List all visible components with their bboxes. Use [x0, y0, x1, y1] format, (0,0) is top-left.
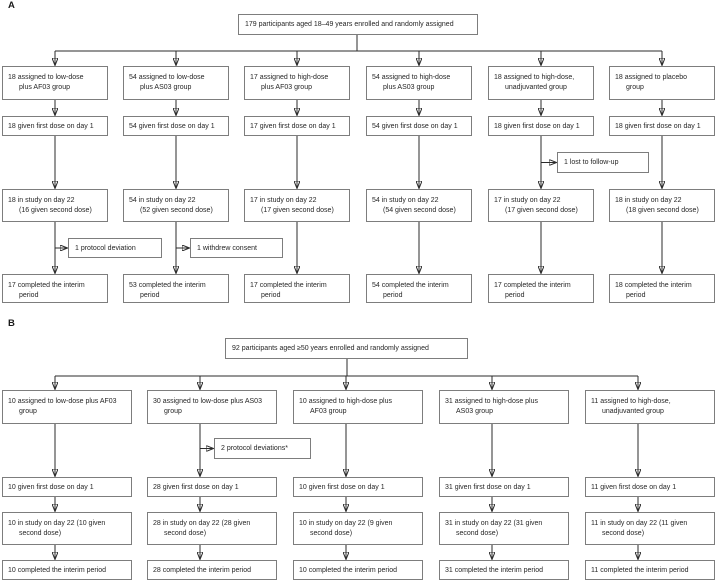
b4-assigned-box: 31 assigned to high-dose plus AS03 group	[439, 390, 569, 424]
a5-side-note-box: 1 lost to follow-up	[557, 152, 649, 173]
a4-day22-box: 54 in study on day 22 (54 given second d…	[366, 189, 472, 222]
panel-a-label: A	[8, 0, 15, 11]
b5-day22-box: 11 in study on day 22 (11 given second d…	[585, 512, 715, 545]
b1-first-dose-box: 10 given first dose on day 1	[2, 477, 132, 497]
b2-side-note-box: 2 protocol deviations*	[214, 438, 311, 459]
a3-completed-box: 17 completed the interim period	[244, 274, 350, 303]
b3-first-dose-box: 10 given first dose on day 1	[293, 477, 423, 497]
a1-day22-box: 18 in study on day 22 (16 given second d…	[2, 189, 108, 222]
a5-completed-box: 17 completed the interim period	[488, 274, 594, 303]
b2-day22-box: 28 in study on day 22 (28 given second d…	[147, 512, 277, 545]
b4-day22-box: 31 in study on day 22 (31 given second d…	[439, 512, 569, 545]
a5-day22-box: 17 in study on day 22 (17 given second d…	[488, 189, 594, 222]
a2-side-note-box: 1 withdrew consent	[190, 238, 283, 258]
a6-assigned-box: 18 assigned to placebo group	[609, 66, 715, 100]
a1-first-dose-box: 18 given first dose on day 1	[2, 116, 108, 136]
a2-first-dose-box: 54 given first dose on day 1	[123, 116, 229, 136]
a6-first-dose-box: 18 given first dose on day 1	[609, 116, 715, 136]
b2-assigned-box: 30 assigned to low-dose plus AS03 group	[147, 390, 277, 424]
a4-assigned-box: 54 assigned to high-dose plus AS03 group	[366, 66, 472, 100]
a5-assigned-box: 18 assigned to high-dose, unadjuvanted g…	[488, 66, 594, 100]
a2-completed-box: 53 completed the interim period	[123, 274, 229, 303]
b1-assigned-box: 10 assigned to low-dose plus AF03 group	[2, 390, 132, 424]
b3-completed-box: 10 completed the interim period	[293, 560, 423, 580]
b5-first-dose-box: 11 given first dose on day 1	[585, 477, 715, 497]
a1-side-note-box: 1 protocol deviation	[68, 238, 162, 258]
b5-assigned-box: 11 assigned to high-dose, unadjuvanted g…	[585, 390, 715, 424]
b2-first-dose-box: 28 given first dose on day 1	[147, 477, 277, 497]
a4-completed-box: 54 completed the interim period	[366, 274, 472, 303]
panel-b-label: B	[8, 318, 15, 329]
a3-first-dose-box: 17 given first dose on day 1	[244, 116, 350, 136]
a3-assigned-box: 17 assigned to high-dose plus AF03 group	[244, 66, 350, 100]
b5-completed-box: 11 completed the interim period	[585, 560, 715, 580]
panel-a-enrollment-box: 179 participants aged 18–49 years enroll…	[238, 14, 478, 35]
panel-b-enrollment-box: 92 participants aged ≥50 years enrolled …	[225, 338, 468, 359]
b3-day22-box: 10 in study on day 22 (9 given second do…	[293, 512, 423, 545]
a4-first-dose-box: 54 given first dose on day 1	[366, 116, 472, 136]
a6-day22-box: 18 in study on day 22 (18 given second d…	[609, 189, 715, 222]
b1-day22-box: 10 in study on day 22 (10 given second d…	[2, 512, 132, 545]
a6-completed-box: 18 completed the interim period	[609, 274, 715, 303]
a3-day22-box: 17 in study on day 22 (17 given second d…	[244, 189, 350, 222]
b1-completed-box: 10 completed the interim period	[2, 560, 132, 580]
b4-first-dose-box: 31 given first dose on day 1	[439, 477, 569, 497]
b4-completed-box: 31 completed the interim period	[439, 560, 569, 580]
a5-first-dose-box: 18 given first dose on day 1	[488, 116, 594, 136]
a1-completed-box: 17 completed the interim period	[2, 274, 108, 303]
b3-assigned-box: 10 assigned to high-dose plus AF03 group	[293, 390, 423, 424]
a1-assigned-box: 18 assigned to low-dose plus AF03 group	[2, 66, 108, 100]
a2-day22-box: 54 in study on day 22 (52 given second d…	[123, 189, 229, 222]
a2-assigned-box: 54 assigned to low-dose plus AS03 group	[123, 66, 229, 100]
b2-completed-box: 28 completed the interim period	[147, 560, 277, 580]
